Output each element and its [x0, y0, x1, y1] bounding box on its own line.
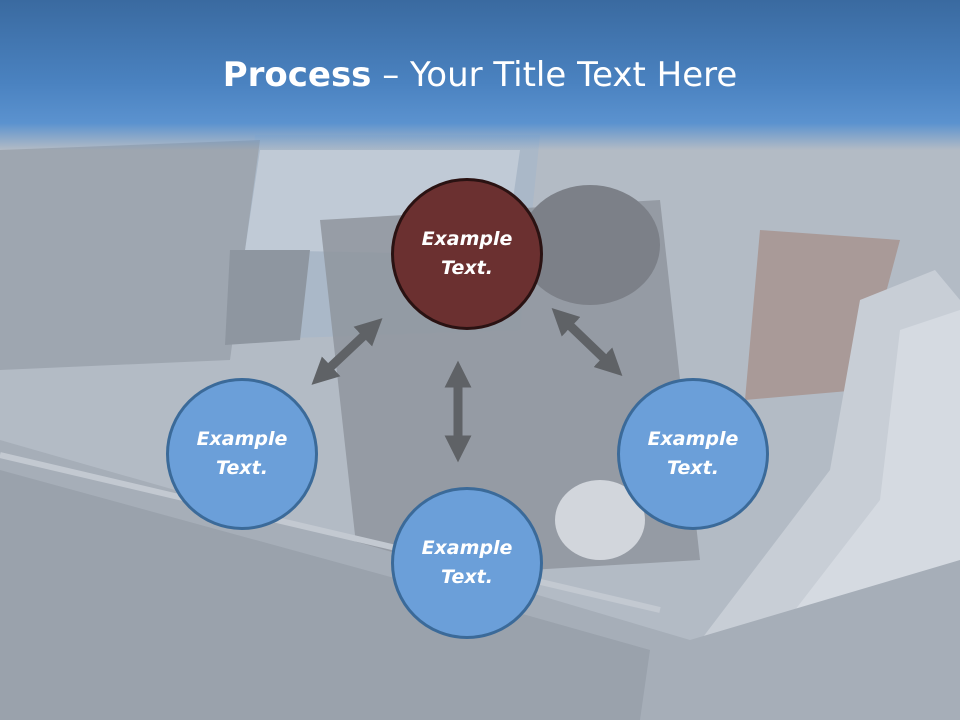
slide-title: Process – Your Title Text Here — [0, 52, 960, 98]
arrow-top-left — [311, 318, 383, 385]
node-right-line1: Example — [647, 428, 739, 450]
node-top-line1: Example — [421, 228, 513, 250]
title-rest: – Your Title Text Here — [371, 55, 738, 95]
process-node-top[interactable]: Example Text. — [391, 178, 543, 330]
node-right-line2: Text. — [667, 457, 719, 479]
node-left-line1: Example — [196, 428, 288, 450]
arrow-top-right — [551, 308, 623, 376]
node-bottom-line2: Text. — [441, 566, 493, 588]
node-left-line2: Text. — [216, 457, 268, 479]
process-node-right[interactable]: Example Text. — [617, 378, 769, 530]
node-bottom-line1: Example — [421, 537, 513, 559]
process-node-left[interactable]: Example Text. — [166, 378, 318, 530]
title-bar — [0, 0, 960, 150]
node-top-line2: Text. — [441, 257, 493, 279]
title-bold: Process — [222, 55, 372, 95]
process-node-bottom[interactable]: Example Text. — [391, 487, 543, 639]
